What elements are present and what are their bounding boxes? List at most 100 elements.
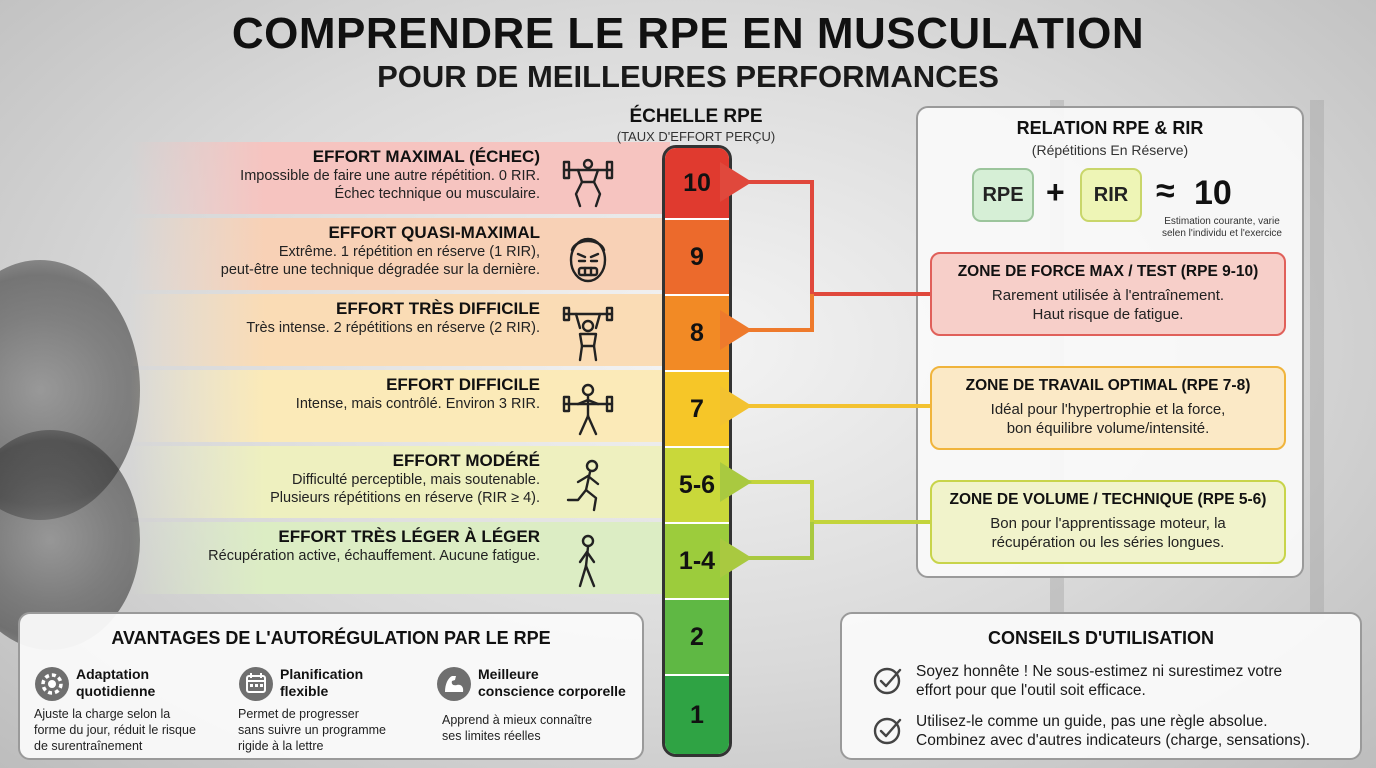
level-row-5-6: EFFORT MODÉRÉ Difficulté perceptible, ma… [130,450,670,522]
estimation-note: Estimation courante, varie selen l'indiv… [1154,216,1290,240]
flexed-arm-icon [437,667,471,701]
segment-label: 8 [690,318,704,347]
level-desc: peut-être une technique dégradée sur la … [220,262,540,278]
strained-face-icon [569,237,607,283]
rpe-box: RPE [972,168,1034,222]
connector-force-max [720,162,930,350]
advantage-desc-line: Apprend à mieux connaître [442,713,593,727]
rpe-scale-title: ÉCHELLE RPE [629,106,763,127]
scale-segment-5-6: 5-6 [665,448,729,524]
plus-sign: + [1046,174,1065,210]
advantage-desc-line: rigide à la lettre [238,739,324,753]
tip-text: Soyez honnête ! Ne sous-estimez ni sures… [916,662,1356,700]
advantage-desc: Permet de progresser sans suivre un prog… [238,706,434,754]
level-row-10: EFFORT MAXIMAL (ÉCHEC) Impossible de fai… [130,146,670,218]
advantage-title-line: flexible [280,683,329,699]
level-name: EFFORT MAXIMAL (ÉCHEC) [312,147,540,166]
estimation-note-line: Estimation courante, varie [1164,216,1280,227]
checkmark-icon [873,667,902,695]
background-rack-bar-2 [1310,100,1324,620]
scale-segment-7: 7 [665,372,729,448]
advantage-desc-line: ses limites réelles [442,729,541,743]
segment-label: 5-6 [678,470,716,499]
advantages-panel: AVANTAGES DE L'AUTORÉGULATION PAR LE RPE… [18,612,644,760]
scale-segment-9: 9 [665,220,729,296]
zone-force-max: ZONE DE FORCE MAX / TEST (RPE 9-10) Rare… [930,252,1286,336]
zone-desc-line: Rarement utilisée à l'entraînement. [991,287,1225,304]
tip-text: Utilisez-le comme un guide, pas une règl… [916,712,1356,750]
rpe-label: RPE [982,183,1024,206]
level-row-8: EFFORT TRÈS DIFFICILE Très intense. 2 ré… [130,298,670,370]
overhead-press-icon [562,306,614,362]
advantage-desc: Ajuste la charge selon la forme du jour,… [34,706,230,754]
zone-desc-line: Haut risque de fatigue. [1032,306,1184,323]
rpe-scale-bar: 10 9 8 7 5-6 1-4 2 1 [662,145,732,757]
level-desc: Plusieurs répétitions en réserve (RIR ≥ … [270,490,540,506]
tips-title: CONSEILS D'UTILISATION [988,628,1214,648]
scale-segment-2: 2 [665,600,729,676]
advantages-title: AVANTAGES DE L'AUTORÉGULATION PAR LE RPE [111,628,551,648]
sub-title: POUR DE MEILLEURES PERFORMANCES [377,59,999,94]
scale-segment-8: 8 [665,296,729,372]
level-name: EFFORT DIFFICILE [386,375,540,394]
advantage-desc-line: Ajuste la charge selon la [34,707,171,721]
estimation-note-line: selen l'individu et l'exercice [1162,228,1282,239]
level-desc: Intense, mais contrôlé. Environ 3 RIR. [295,396,540,412]
zone-travail-optimal: ZONE DE TRAVAIL OPTIMAL (RPE 7-8) Idéal … [930,366,1286,450]
page-title: COMPRENDRE LE RPE EN MUSCULATION POUR DE… [0,10,1376,94]
relation-title: RELATION RPE & RIR [1016,118,1204,138]
level-name: EFFORT TRÈS DIFFICILE [336,299,540,318]
advantage-desc-line: de surentraînement [34,739,143,753]
walking-icon [578,534,596,588]
rir-box: RIR [1080,168,1142,222]
level-name: EFFORT QUASI-MAXIMAL [328,223,540,242]
advantage-title-line: Adaptation [76,666,150,682]
level-desc: Récupération active, échauffement. Aucun… [208,548,540,564]
zone-desc: Idéal pour l'hypertrophie et la force, b… [932,400,1284,438]
scale-segment-1-4: 1-4 [665,524,729,600]
level-band-7 [130,370,670,442]
relation-subtitle: (Répétitions En Réserve) [1031,142,1189,158]
tip-text-line: Soyez honnête ! Ne sous-estimez ni sures… [916,663,1283,680]
advantage-desc: Apprend à mieux connaître ses limites ré… [442,712,638,744]
segment-label: 1-4 [678,546,716,575]
advantage-desc-line: forme du jour, réduit le risque [34,723,196,737]
level-name: EFFORT TRÈS LÉGER À LÉGER [278,527,540,546]
advantage-title-line: Meilleure [478,666,539,682]
segment-label: 10 [683,168,711,197]
tip-text-line: Combinez avec d'autres indicateurs (char… [916,732,1311,749]
advantage-title-line: Planification [280,666,364,682]
rir-label: RIR [1093,183,1129,206]
level-desc: Impossible de faire une autre répétition… [240,168,540,184]
zone-desc: Bon pour l'apprentissage moteur, la récu… [932,514,1284,552]
advantage-desc-line: Permet de progresser [238,707,359,721]
zone-title: ZONE DE VOLUME / TECHNIQUE (RPE 5-6) [949,491,1267,508]
segment-label: 7 [690,394,704,423]
level-desc: Extrême. 1 répétition en réserve (1 RIR)… [278,244,540,260]
segment-label: 1 [690,700,704,729]
level-desc: Difficulté perceptible, mais soutenable. [292,472,540,488]
tip-text-line: Utilisez-le comme un guide, pas une règl… [916,713,1268,730]
segment-label: 9 [690,242,704,271]
advantage-title: Adaptation quotidienne [76,666,236,700]
zone-desc: Rarement utilisée à l'entraînement. Haut… [932,286,1284,324]
segment-label: 2 [690,622,704,651]
rpe-scale-header: ÉCHELLE RPE (TAUX D'EFFORT PERÇU) [600,106,792,144]
barbell-curl-icon [562,383,614,436]
advantage-title: Meilleure conscience corporelle [478,666,638,700]
zone-desc-line: Bon pour l'apprentissage moteur, la [990,515,1226,532]
tip-text-line: effort pour que l'outil soit efficace. [916,682,1146,699]
level-desc: Très intense. 2 répétitions en réserve (… [246,320,540,336]
gear-icon [35,667,69,701]
advantage-title: Planification flexible [280,666,440,700]
zone-title: ZONE DE TRAVAIL OPTIMAL (RPE 7-8) [965,377,1251,394]
connector-volume-technique [720,462,930,578]
level-row-7: EFFORT DIFFICILE Intense, mais contrôlé.… [130,374,670,446]
approx-sign: ≈ [1156,172,1175,210]
advantage-desc-line: sans suivre un programme [238,723,386,737]
main-title: COMPRENDRE LE RPE EN MUSCULATION [231,9,1145,58]
advantage-title-line: quotidienne [76,683,156,699]
relation-value: 10 [1194,174,1232,212]
zone-desc-line: bon équilibre volume/intensité. [1006,420,1210,437]
level-row-9: EFFORT QUASI-MAXIMAL Extrême. 1 répétiti… [130,222,670,294]
